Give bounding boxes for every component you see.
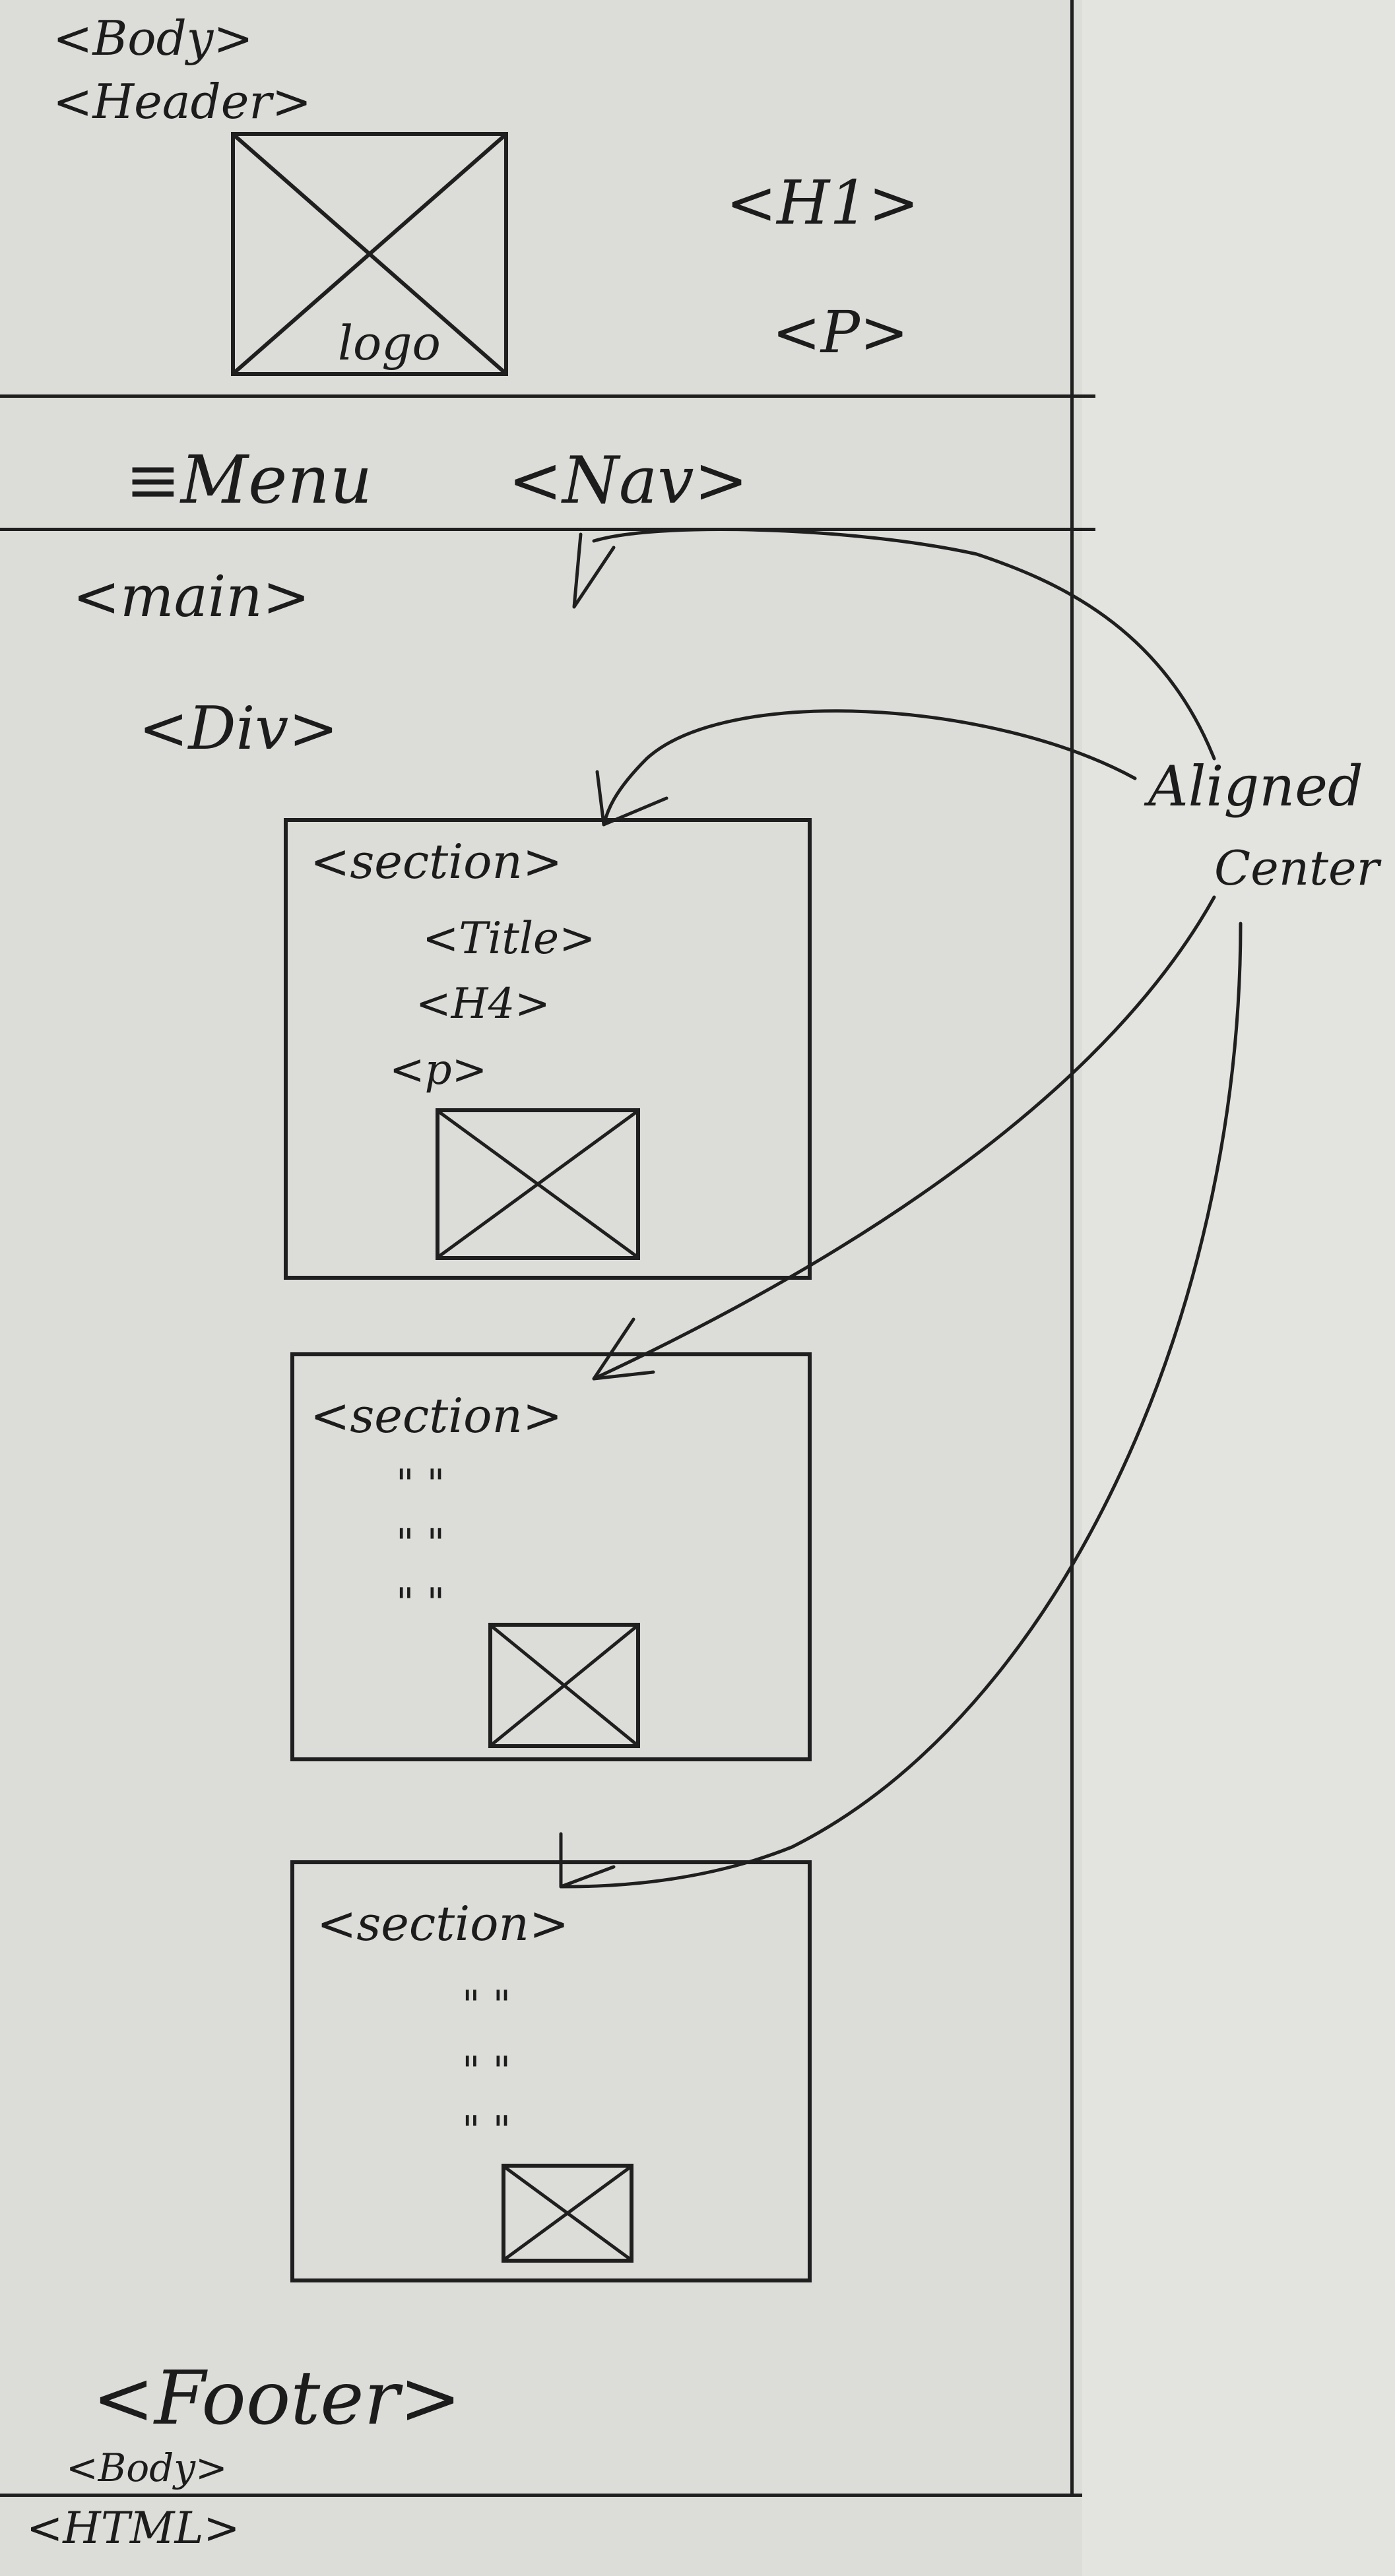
section-2-line-2: " " [396,1521,445,1567]
section-1-tag: <section> [310,834,563,889]
nav-bottom-rule [0,528,1095,531]
paper-margin [1082,0,1395,2576]
aligned-annotation: Aligned [1148,754,1363,819]
div-label: <Div> [139,694,339,763]
arrow-to-section-1 [602,709,1137,827]
arrowhead-section-1 [595,770,668,827]
center-annotation: Center [1214,840,1380,896]
section-3-line-2: " " [462,2048,511,2094]
paper-sheet [0,0,1082,2576]
arrowhead-section-2 [592,1317,655,1381]
section-2-line-3: " " [396,1580,445,1626]
nav-label: <Nav> [508,443,748,518]
logo-placeholder [231,132,508,376]
p-header-label: <P> [772,298,909,366]
section-3-image [502,2164,633,2263]
body-open-label: <Body> [53,11,253,66]
section-3-line-3: " " [462,2108,511,2154]
section-2-image [488,1623,640,1748]
page-right-border [1070,0,1074,2494]
section-1-line-2: <H4> [416,980,550,1028]
footer-label: <Footer> [92,2356,461,2441]
header-bottom-rule [0,394,1095,398]
section-box-2 [290,1352,812,1761]
section-2-tag: <section> [310,1388,563,1443]
section-box-3 [290,1860,812,2282]
html-close-label: <HTML> [26,2503,240,2554]
section-2-line-1: " " [396,1461,445,1507]
image-placeholder-icon [492,1627,636,1744]
arrow-to-section-2 [592,895,1216,1381]
section-1-line-1: <Title> [422,913,596,964]
section-1-image [436,1108,640,1260]
section-box-1 [284,818,812,1280]
image-placeholder-icon [505,2168,630,2259]
arrowhead-section-3 [559,1832,616,1889]
image-placeholder-icon [235,136,504,372]
section-3-tag: <section> [317,1896,569,1951]
menu-label: ≡Menu [125,441,373,518]
logo-caption: logo [338,315,441,371]
header-label: <Header> [53,74,312,129]
section-1-line-3: <p> [389,1046,488,1094]
arrowhead-main [572,532,616,609]
h1-label: <H1> [726,168,919,238]
body-close-label: <Body> [66,2445,228,2490]
arrow-to-section-3 [559,922,1243,1889]
section-3-line-1: " " [462,1982,511,2028]
image-placeholder-icon [439,1112,636,1256]
main-label: <main> [73,564,310,630]
arrow-to-main [592,528,1216,761]
footer-bottom-rule [0,2494,1082,2497]
